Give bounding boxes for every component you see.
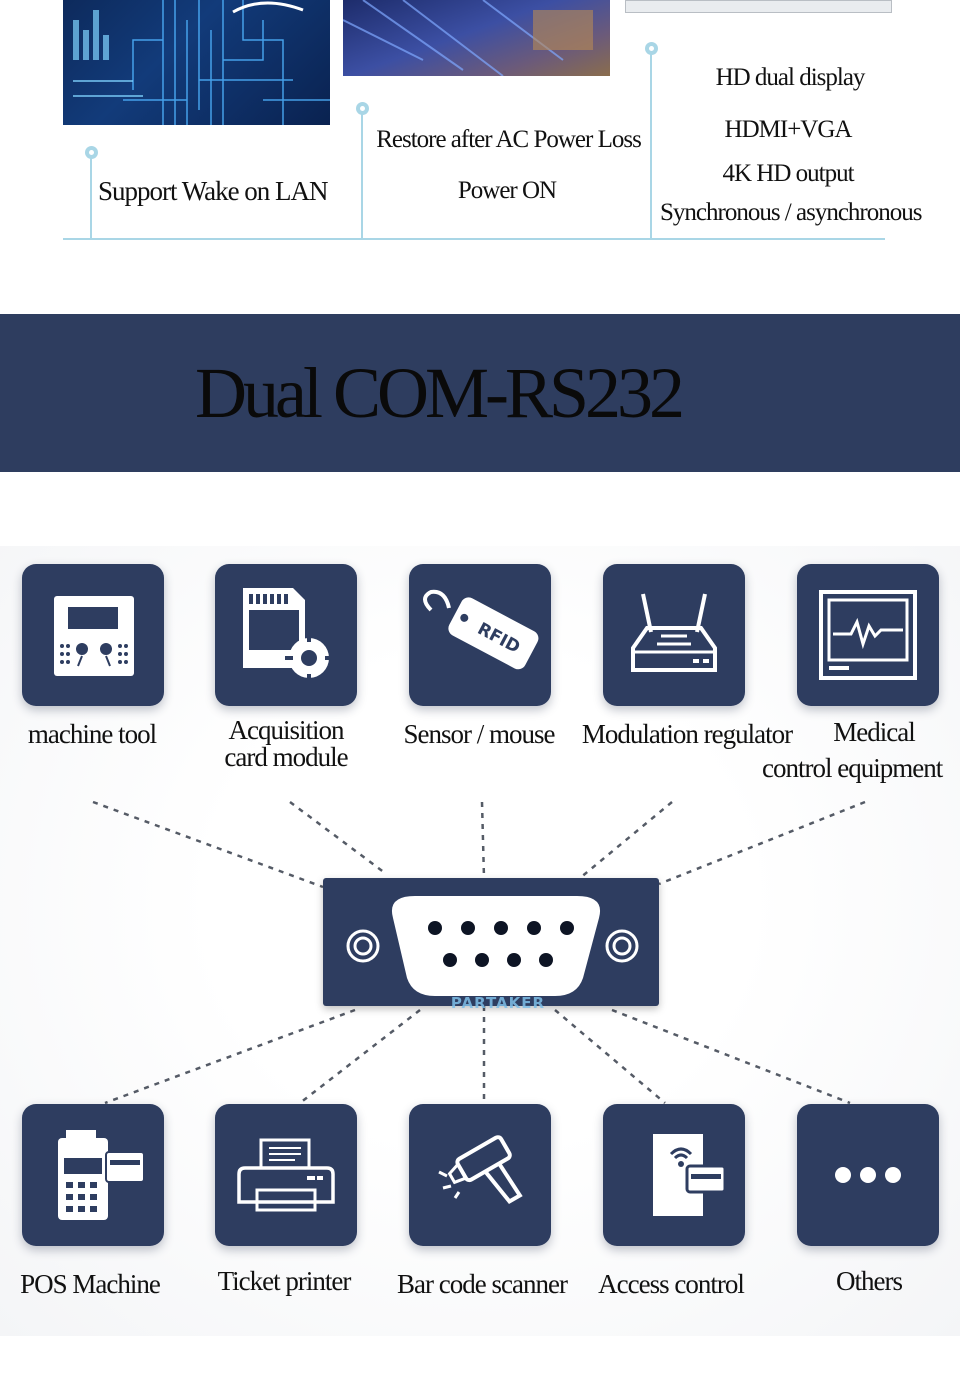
section-banner <box>0 314 960 472</box>
label-sensor-mouse: Sensor / mouse <box>403 719 556 749</box>
tile-others <box>797 1104 939 1246</box>
feature-sync-mode: Synchronous / asynchronous <box>660 199 922 226</box>
tile-ticket-printer <box>215 1104 357 1246</box>
tile-medical-equipment <box>797 564 939 706</box>
feature-wake-on-lan: Support Wake on LAN <box>98 176 329 206</box>
feature-power-on: Power ON <box>457 177 557 204</box>
timeline-marker-1 <box>85 146 98 159</box>
label-medical-line2: control equipment <box>762 753 943 783</box>
label-acquisition-line2: card module <box>224 742 348 772</box>
feature-hdmi-vga: HDMI+VGA <box>724 116 853 143</box>
tile-machine-tool <box>22 564 164 706</box>
timeline-baseline <box>63 238 885 240</box>
feature-ac-restore: Restore after AC Power Loss <box>376 126 642 153</box>
label-access-control: Access control <box>598 1269 745 1299</box>
heart-monitor-icon <box>819 590 917 680</box>
label-machine-tool: machine tool <box>27 719 157 749</box>
tile-access-control <box>603 1104 745 1246</box>
feature-hd-dual-display: HD dual display <box>715 64 866 91</box>
printer-icon <box>237 1138 335 1212</box>
section-title: Dual COM-RS232 <box>195 353 685 433</box>
label-ticket-printer: Ticket printer <box>217 1266 352 1296</box>
sd-card-gear-icon <box>243 588 333 682</box>
label-pos-machine: POS Machine <box>20 1269 161 1299</box>
tile-barcode-scanner <box>409 1104 551 1246</box>
motherboard-photo <box>343 0 610 76</box>
pos-terminal-icon <box>58 1130 145 1220</box>
label-barcode-scanner: Bar code scanner <box>397 1269 568 1299</box>
timeline-marker-3 <box>645 42 658 55</box>
timeline-stem-2 <box>361 114 363 240</box>
tile-modulation-regulator <box>603 564 745 706</box>
timeline-marker-2 <box>356 102 369 115</box>
tile-pos-machine <box>22 1104 164 1246</box>
feature-hd-output: 4K HD output <box>722 160 854 187</box>
access-card-icon <box>653 1134 727 1216</box>
rfid-tag-icon: RFID <box>423 589 539 670</box>
label-medical-line1: Medical <box>833 717 915 747</box>
machine-tool-icon <box>54 596 134 676</box>
db9-serial-connector <box>323 878 659 1006</box>
label-acquisition-line1: Acquisition <box>228 715 345 745</box>
label-modulation-regulator: Modulation regulator <box>581 719 793 749</box>
tile-sensor-mouse: RFID <box>409 564 551 706</box>
tile-acquisition-card <box>215 564 357 706</box>
barcode-scanner-icon <box>438 1135 523 1205</box>
timeline-stem-3 <box>650 54 652 240</box>
timeline-stem-1 <box>90 158 92 240</box>
more-dots-icon <box>835 1167 901 1183</box>
router-icon <box>631 593 717 672</box>
db9-serial-connector-icon <box>346 896 639 996</box>
circuit-photo <box>63 0 330 125</box>
label-others: Others <box>836 1266 903 1296</box>
brand-watermark: PARTAKER <box>450 994 546 1012</box>
monitor-photo <box>625 0 892 13</box>
